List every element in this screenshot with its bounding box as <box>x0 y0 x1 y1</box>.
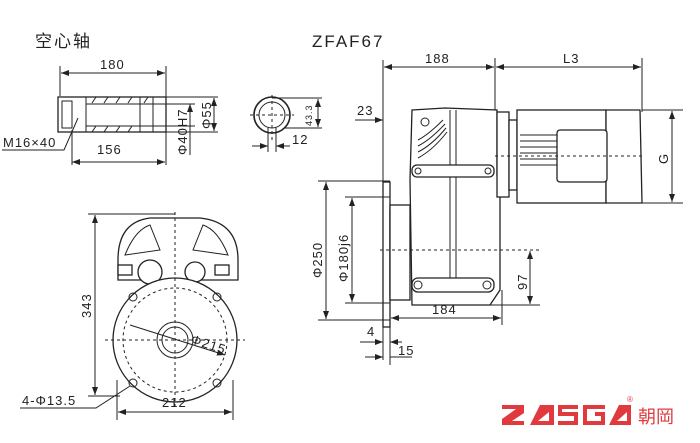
dim-184: 184 <box>432 302 457 317</box>
hollow-shaft-title: 空心轴 <box>35 32 92 51</box>
dim-212: 212 <box>162 395 187 410</box>
dim-4: 4 <box>367 324 375 339</box>
dim-250: Φ250 <box>310 242 325 278</box>
dim-l3: L3 <box>563 51 579 66</box>
dim-outer: Φ55 <box>199 101 214 129</box>
hollow-shaft-view: 180 156 M16×40 Φ40H7 Φ55 <box>2 57 218 165</box>
side-view: 188 L3 23 G Φ250 Φ180j6 <box>310 51 683 365</box>
dim-180j6: Φ180j6 <box>336 234 351 282</box>
dim-343: 343 <box>79 293 94 318</box>
dim-156: 156 <box>97 142 122 157</box>
holes-label: 4-Φ13.5 <box>22 393 76 408</box>
dim-bore: Φ40H7 <box>175 109 190 155</box>
thread-label: M16×40 <box>3 135 56 150</box>
dim-g: G <box>656 153 671 164</box>
dim-97: 97 <box>515 274 530 290</box>
dim-43-3: 43.3 <box>304 104 314 126</box>
dim-15: 15 <box>398 343 414 358</box>
dim-23: 23 <box>357 103 373 118</box>
front-view: Φ215 343 212 4-Φ13.5 <box>20 212 245 420</box>
model-title: ZFAF67 <box>312 32 384 51</box>
dim-188: 188 <box>425 51 450 66</box>
registered-mark: ® <box>627 395 633 404</box>
brand-name: 朝岡 <box>638 407 674 427</box>
shaft-cross-section: 43.3 12 <box>250 95 322 152</box>
dim-12: 12 <box>292 132 308 147</box>
dim-180: 180 <box>100 57 125 72</box>
brand-logo: ® 朝岡 <box>502 395 674 427</box>
